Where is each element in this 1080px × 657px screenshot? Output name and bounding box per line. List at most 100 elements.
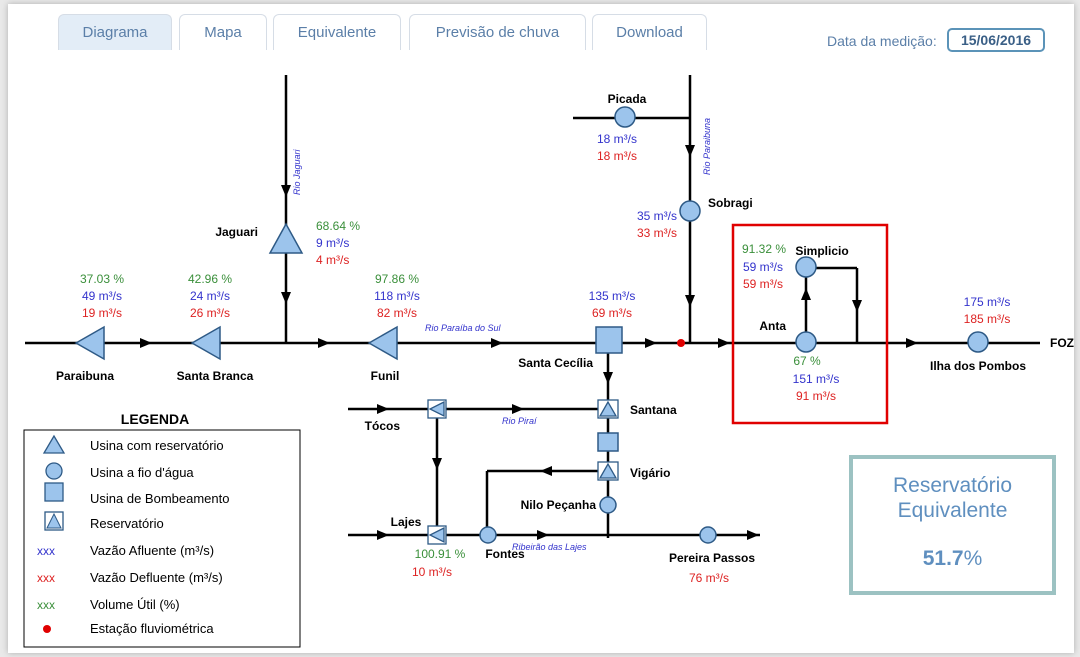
legend-square-icon: [44, 482, 64, 502]
legend-circle-icon: [45, 462, 63, 480]
jaguari-afluente: 9 m³/s: [316, 236, 349, 250]
sobragi-defluente: 33 m³/s: [637, 226, 677, 240]
nilo-pecanha-circle-icon: [599, 496, 617, 514]
paraibuna-volume: 37.03 %: [80, 272, 124, 286]
legend-title: LEGENDA: [121, 411, 189, 427]
simplicio-defluente: 59 m³/s: [743, 277, 783, 291]
anta-name: Anta: [759, 319, 786, 333]
pereira-passos-defluente: 76 m³/s: [689, 571, 729, 585]
legend-label-reservatorio: Reservatório: [90, 516, 164, 531]
flow-arrows: [140, 145, 918, 540]
paraibuna-afluente: 49 m³/s: [82, 289, 122, 303]
tab-diagrama[interactable]: Diagrama: [58, 14, 172, 50]
tab-mapa[interactable]: Mapa: [179, 14, 267, 50]
nilo-pecanha-name: Nilo Peçanha: [521, 498, 597, 512]
tocos-name: Tócos: [365, 419, 401, 433]
equivalent-value-suffix: %: [963, 547, 983, 570]
foz-label: FOZ: [1050, 336, 1074, 350]
santa-branca-name: Santa Branca: [177, 369, 254, 383]
tab-previsao-chuva[interactable]: Previsão de chuva: [409, 14, 586, 50]
ilha-pombos-afluente: 175 m³/s: [964, 295, 1011, 309]
sobragi-afluente: 35 m³/s: [637, 209, 677, 223]
sobragi-circle-icon: [679, 200, 701, 222]
simplicio-name: Simplicio: [795, 244, 848, 258]
santa-branca-defluente: 26 m³/s: [190, 306, 230, 320]
anta-volume: 67 %: [793, 354, 821, 368]
sobragi-name: Sobragi: [708, 196, 753, 210]
legend-defluente-marker: xxx: [37, 571, 55, 585]
picada-defluente: 18 m³/s: [597, 149, 637, 163]
river-lajes-label: Ribeirão das Lajes: [512, 542, 587, 552]
legend-label-reservatorio-usina: Usina com reservatório: [90, 438, 224, 453]
anta-afluente: 151 m³/s: [793, 372, 840, 386]
river-pirai-label: Rio Piraí: [502, 416, 538, 426]
paraibuna-defluente: 19 m³/s: [82, 306, 122, 320]
ilha-pombos-name: Ilha dos Pombos: [930, 359, 1026, 373]
jaguari-defluente: 4 m³/s: [316, 253, 349, 267]
jaguari-triangle-icon: [268, 222, 304, 254]
picada-circle-icon: [614, 106, 636, 128]
santa-branca-triangle-icon: [190, 325, 221, 361]
river-labels: Rio Jaguari Rio Paraibuna Rio Paraíba do…: [292, 118, 712, 552]
equivalent-reservoir-box: Reservatório Equivalente 51.7%: [849, 455, 1056, 595]
picada-name: Picada: [608, 92, 647, 106]
legend-label-estacao: Estação fluviométrica: [90, 621, 214, 636]
simplicio-circle-icon: [795, 256, 817, 278]
fluviometric-station-icon: [677, 339, 685, 347]
paraibuna-name: Paraibuna: [56, 369, 114, 383]
jaguari-volume: 68.64 %: [316, 219, 360, 233]
santana-name: Santana: [630, 403, 677, 417]
legend-label-volume: Volume Útil (%): [90, 597, 180, 612]
santa-branca-volume: 42.96 %: [188, 272, 232, 286]
measurement-date-field[interactable]: 15/06/2016: [947, 28, 1045, 52]
legend-label-fio-agua: Usina a fio d'água: [90, 465, 194, 480]
funil-afluente: 118 m³/s: [374, 289, 420, 303]
plant-symbols: [74, 106, 989, 544]
plant-values: 37.03 % 49 m³/s 19 m³/s 42.96 % 24 m³/s …: [80, 132, 1010, 585]
lajes-name: Lajes: [391, 515, 422, 529]
reservoir-symbols: [427, 399, 619, 545]
legend-volume-marker: xxx: [37, 598, 55, 612]
pumping-square-icon: [597, 432, 619, 452]
legend-red-dot-icon: [43, 625, 51, 633]
pereira-passos-circle-icon: [699, 526, 717, 544]
lajes-volume: 100.91 %: [415, 547, 466, 561]
lajes-defluente: 10 m³/s: [412, 565, 452, 579]
santa-branca-afluente: 24 m³/s: [190, 289, 230, 303]
funil-volume: 97.86 %: [375, 272, 419, 286]
funil-triangle-icon: [367, 325, 398, 361]
legend-label-afluente: Vazão Afluente (m³/s): [90, 543, 214, 558]
santa-cecilia-name: Santa Cecília: [518, 356, 593, 370]
legend-triangle-icon: [42, 434, 66, 454]
legend-label-defluente: Vazão Defluente (m³/s): [90, 570, 223, 585]
simplicio-afluente: 59 m³/s: [743, 260, 783, 274]
fontes-circle-icon: [479, 526, 497, 544]
funil-defluente: 82 m³/s: [377, 306, 417, 320]
simplicio-volume: 91.32 %: [742, 242, 786, 256]
ilha-pombos-circle-icon: [967, 331, 989, 353]
santa-cecilia-defluente: 69 m³/s: [592, 306, 632, 320]
jaguari-name: Jaguari: [215, 225, 258, 239]
equivalent-title-line2: Equivalente: [897, 499, 1008, 522]
fontes-name: Fontes: [485, 547, 525, 561]
anta-defluente: 91 m³/s: [796, 389, 836, 403]
ilha-pombos-defluente: 185 m³/s: [964, 312, 1011, 326]
picada-afluente: 18 m³/s: [597, 132, 637, 146]
simplicio-anta-highlight: [731, 223, 889, 425]
anta-circle-icon: [795, 331, 817, 353]
equivalent-value-number: 51.7: [922, 547, 964, 570]
tab-download[interactable]: Download: [592, 14, 707, 50]
pereira-passos-name: Pereira Passos: [669, 551, 755, 565]
santa-cecilia-square-icon: [595, 326, 623, 354]
tab-equivalente[interactable]: Equivalente: [273, 14, 401, 50]
equivalent-title-line1: Reservatório: [892, 474, 1013, 497]
santa-cecilia-afluente: 135 m³/s: [589, 289, 636, 303]
equivalent-value: 51.7%: [853, 547, 1052, 571]
funil-name: Funil: [371, 369, 400, 383]
legend-afluente-marker: xxx: [37, 544, 55, 558]
paraibuna-triangle-icon: [74, 325, 105, 361]
plant-names: Paraibuna Santa Branca Funil Jaguari San…: [56, 92, 1074, 565]
measurement-date-label: Data da medição:: [827, 33, 937, 49]
legend-label-bombeamento: Usina de Bombeamento: [90, 491, 229, 506]
